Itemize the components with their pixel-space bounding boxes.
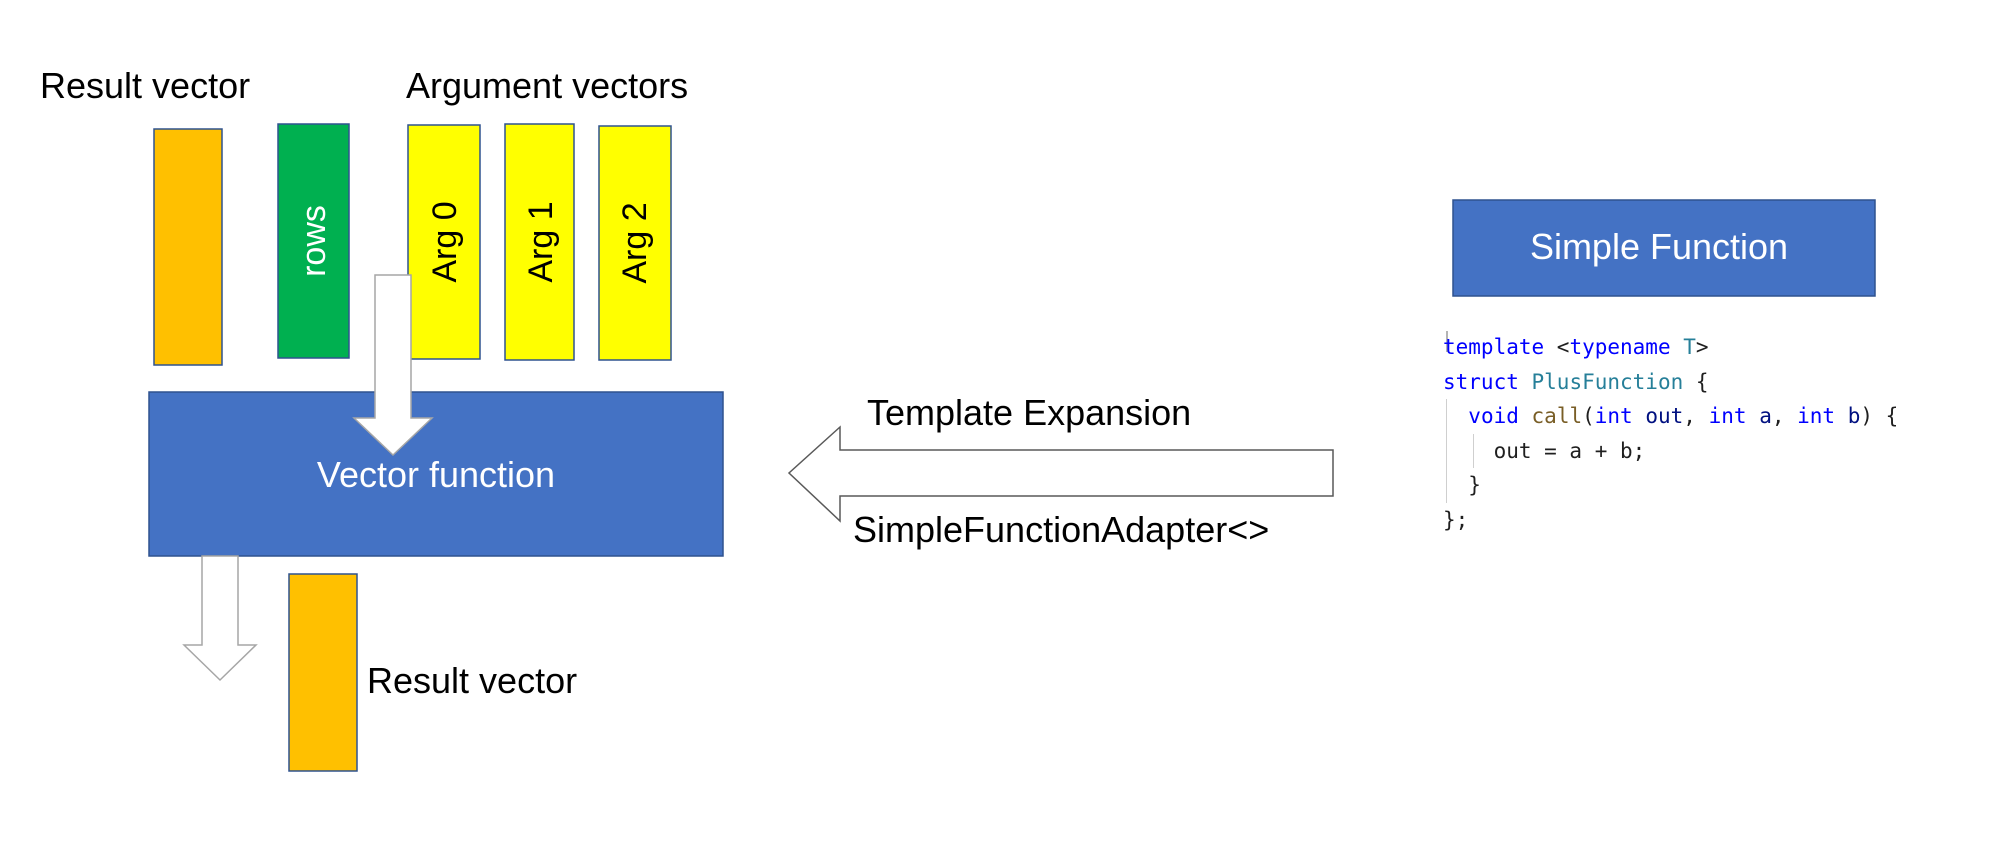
code-token <box>1747 404 1760 428</box>
simple-function-box <box>1452 199 1876 297</box>
template-expansion-arrow <box>787 425 1334 523</box>
code-line: out = a + b; <box>1443 433 1983 468</box>
function-output-arrow <box>182 555 258 682</box>
code-line: void call(int out, int a, int b) { <box>1443 399 1983 434</box>
result-vector-top-label: Result vector <box>40 65 250 106</box>
code-token: b <box>1847 404 1861 428</box>
code-token: { <box>1683 369 1709 394</box>
code-token: typename <box>1569 335 1671 359</box>
indent-guide <box>1446 399 1447 434</box>
arg1-label: Arg 1 <box>522 201 560 282</box>
code-token: int <box>1594 404 1633 428</box>
code-token: out <box>1645 404 1684 428</box>
argument-vectors-label: Argument vectors <box>406 65 688 106</box>
simple-function-adapter-label: SimpleFunctionAdapter<> <box>853 509 1269 550</box>
code-token: call <box>1531 404 1583 428</box>
code-token: struct <box>1443 369 1519 394</box>
code-token: , <box>1683 404 1709 428</box>
code-token <box>1633 404 1646 428</box>
arg2-label: Arg 2 <box>616 202 654 283</box>
code-token: < <box>1544 335 1570 359</box>
code-token: ( <box>1582 404 1595 428</box>
template-expansion-label: Template Expansion <box>867 392 1191 433</box>
code-token <box>1835 404 1848 428</box>
code-token: a <box>1759 404 1772 428</box>
indent-guide <box>1473 433 1474 468</box>
code-line: } <box>1443 468 1983 503</box>
code-token: T <box>1683 335 1696 359</box>
indent-guide <box>1446 433 1447 468</box>
vector-function-box <box>148 391 724 557</box>
code-line: }; <box>1443 503 1983 538</box>
indent-guide <box>1446 468 1447 503</box>
code-token: template <box>1443 335 1545 359</box>
arg0-label: Arg 0 <box>426 201 464 282</box>
code-token: , <box>1771 404 1798 428</box>
code-token: > <box>1695 335 1709 359</box>
code-token: ) { <box>1860 404 1899 428</box>
code-token: int <box>1797 404 1836 428</box>
result-vector-bottom-label: Result vector <box>367 660 577 701</box>
code-line: template <typename T> <box>1443 330 1983 365</box>
code-token: void <box>1468 404 1519 428</box>
arg1-vector-bar <box>504 123 575 361</box>
result-vector-bottom-bar <box>288 573 358 772</box>
result-vector-top-bar <box>153 128 223 366</box>
simple-function-label: Simple Function <box>1530 226 1788 267</box>
code-token: }; <box>1443 507 1469 532</box>
code-token: PlusFunction <box>1531 369 1684 394</box>
code-token <box>1519 370 1532 394</box>
code-token <box>1671 335 1684 359</box>
vector-function-label: Vector function <box>317 454 555 495</box>
code-token: int <box>1708 404 1747 428</box>
code-token: } <box>1443 473 1481 497</box>
code-line: struct PlusFunction { <box>1443 365 1983 400</box>
code-token: out = a + b; <box>1443 438 1646 463</box>
arg2-vector-bar <box>598 125 672 361</box>
plus-function-code: template <typename T>struct PlusFunction… <box>1443 330 1983 537</box>
rows-vector-bar <box>277 123 350 359</box>
code-token <box>1519 404 1532 428</box>
rows-label: rows <box>295 205 333 277</box>
rows-into-function-arrow <box>352 274 434 457</box>
arg0-vector-bar <box>407 124 481 360</box>
